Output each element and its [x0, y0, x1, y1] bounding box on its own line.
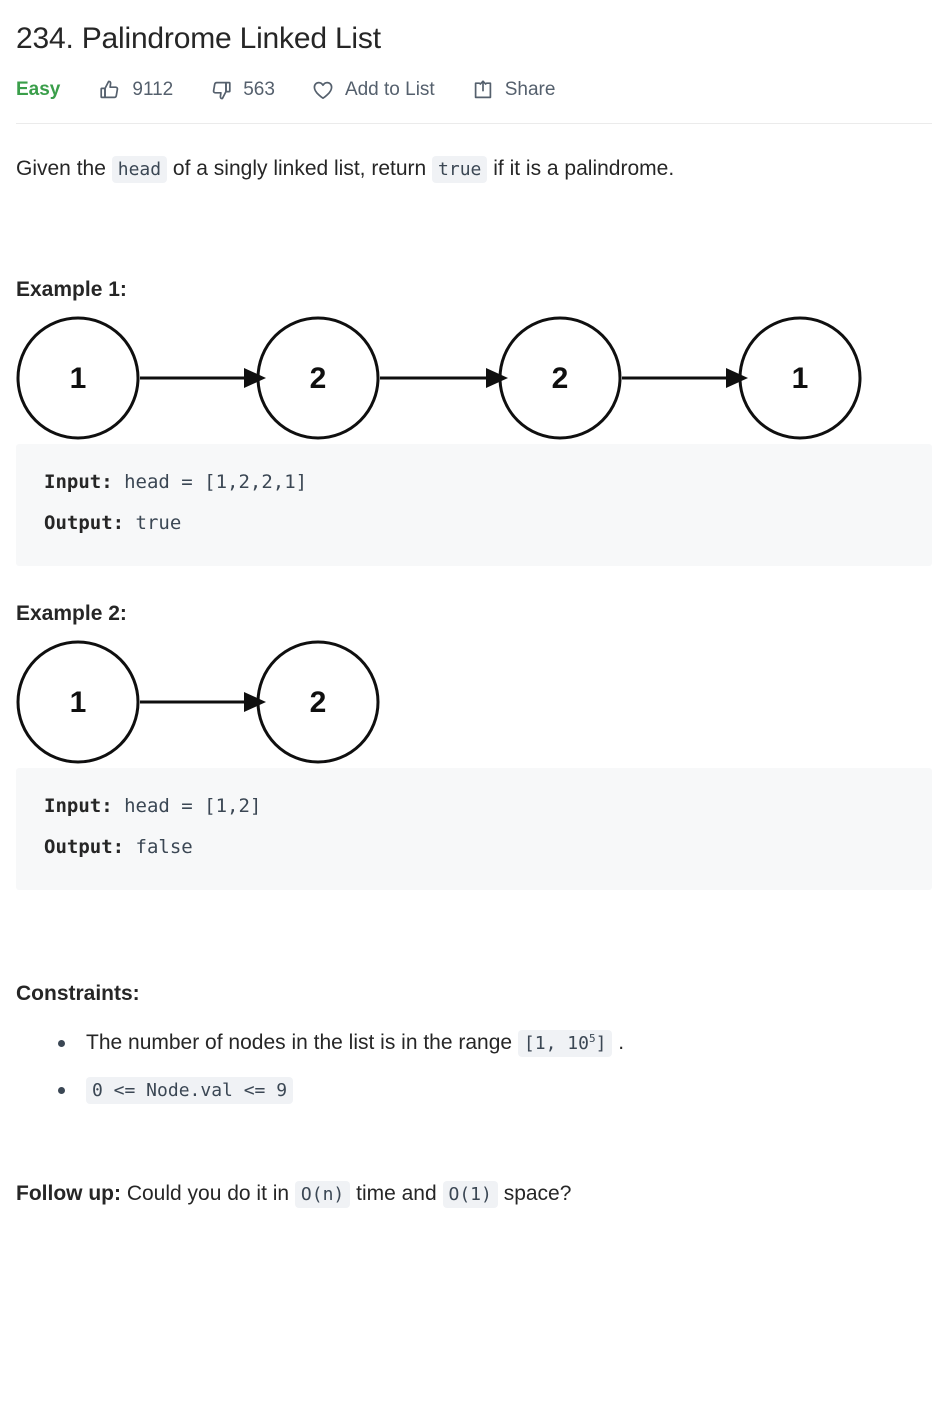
- constraints-list: The number of nodes in the list is in th…: [16, 1028, 932, 1106]
- code-chip-head: head: [111, 156, 168, 183]
- add-to-list-button[interactable]: Add to List: [311, 78, 435, 102]
- difficulty-badge: Easy: [16, 79, 61, 100]
- constraint-item: The number of nodes in the list is in th…: [58, 1028, 932, 1059]
- example-1-code-block: Input: head = [1,2,2,1] Output: true: [16, 444, 932, 566]
- thumbs-up-icon: [98, 78, 122, 102]
- problem-meta-row: Easy 9112 563: [16, 75, 932, 105]
- code-chip-node-val: 0 <= Node.val <= 9: [86, 1077, 294, 1104]
- followup-text-2: time and: [350, 1182, 443, 1205]
- code-chip-node-range: [1, 105]: [517, 1030, 613, 1057]
- node-value: 2: [552, 362, 569, 395]
- node-value: 2: [310, 686, 327, 719]
- example-2-heading: Example 2:: [16, 602, 127, 625]
- example-1-input-line: Input: head = [1,2,2,1]: [44, 462, 932, 503]
- followup-text-1: Could you do it in: [120, 1182, 295, 1205]
- description-text-3: if it is a palindrome.: [487, 157, 675, 180]
- constraint-item: 0 <= Node.val <= 9: [58, 1075, 932, 1106]
- output-value: true: [135, 512, 182, 534]
- linked-list-diagram-2: 1 2: [16, 636, 932, 768]
- range-exponent: 5: [588, 1032, 596, 1045]
- input-label: Input:: [44, 795, 113, 817]
- range-post: ]: [595, 1033, 607, 1054]
- heart-icon: [311, 78, 335, 102]
- code-chip-true: true: [432, 156, 488, 183]
- dislikes-count: 563: [243, 79, 275, 100]
- code-chip-time-complexity: O(n): [294, 1181, 351, 1208]
- dislikes-button[interactable]: 563: [209, 78, 275, 102]
- example-1-heading: Example 1:: [16, 278, 127, 301]
- output-label: Output:: [44, 512, 125, 534]
- node-value: 1: [70, 686, 87, 719]
- link-arrows: [140, 368, 748, 388]
- spacer: [16, 186, 932, 242]
- example-2-input-line: Input: head = [1,2]: [44, 786, 932, 827]
- output-label: Output:: [44, 836, 125, 858]
- linked-list-diagram-1: 1 2 2 1: [16, 312, 932, 444]
- likes-count: 9112: [132, 79, 174, 100]
- problem-description: Given the head of a singly linked list, …: [16, 153, 932, 186]
- range-pre: [1, 10: [523, 1033, 589, 1054]
- header-divider: [16, 123, 932, 124]
- share-label: Share: [504, 79, 556, 100]
- share-icon: [471, 78, 495, 102]
- constraints-heading: Constraints:: [16, 982, 140, 1005]
- input-value: head = [1,2,2,1]: [124, 471, 308, 493]
- spacer: [16, 890, 932, 946]
- input-label: Input:: [44, 471, 113, 493]
- thumbs-down-icon: [209, 78, 233, 102]
- followup-section: Follow up: Could you do it in O(n) time …: [16, 1178, 932, 1211]
- likes-button[interactable]: 9112: [98, 78, 173, 102]
- example-1-output-line: Output: true: [44, 503, 932, 544]
- link-arrows: [140, 692, 266, 712]
- followup-text-3: space?: [497, 1182, 572, 1205]
- node-value: 1: [70, 362, 87, 395]
- input-value: head = [1,2]: [124, 795, 262, 817]
- node-value: 1: [792, 362, 809, 395]
- constraint-text: The number of nodes in the list is in th…: [86, 1031, 518, 1054]
- example-2-output-line: Output: false: [44, 827, 932, 868]
- code-chip-space-complexity: O(1): [442, 1181, 498, 1208]
- output-value: false: [135, 836, 193, 858]
- spacer: [16, 1122, 932, 1178]
- share-button[interactable]: Share: [471, 78, 556, 102]
- description-text-1: Given the: [16, 157, 112, 180]
- description-text-2: of a singly linked list, return: [167, 157, 433, 180]
- page-title: 234. Palindrome Linked List: [16, 22, 381, 55]
- constraint-suffix: .: [612, 1031, 625, 1054]
- example-2-code-block: Input: head = [1,2] Output: false: [16, 768, 932, 890]
- followup-label: Follow up:: [16, 1182, 121, 1205]
- node-value: 2: [310, 362, 327, 395]
- add-to-list-label: Add to List: [344, 79, 435, 100]
